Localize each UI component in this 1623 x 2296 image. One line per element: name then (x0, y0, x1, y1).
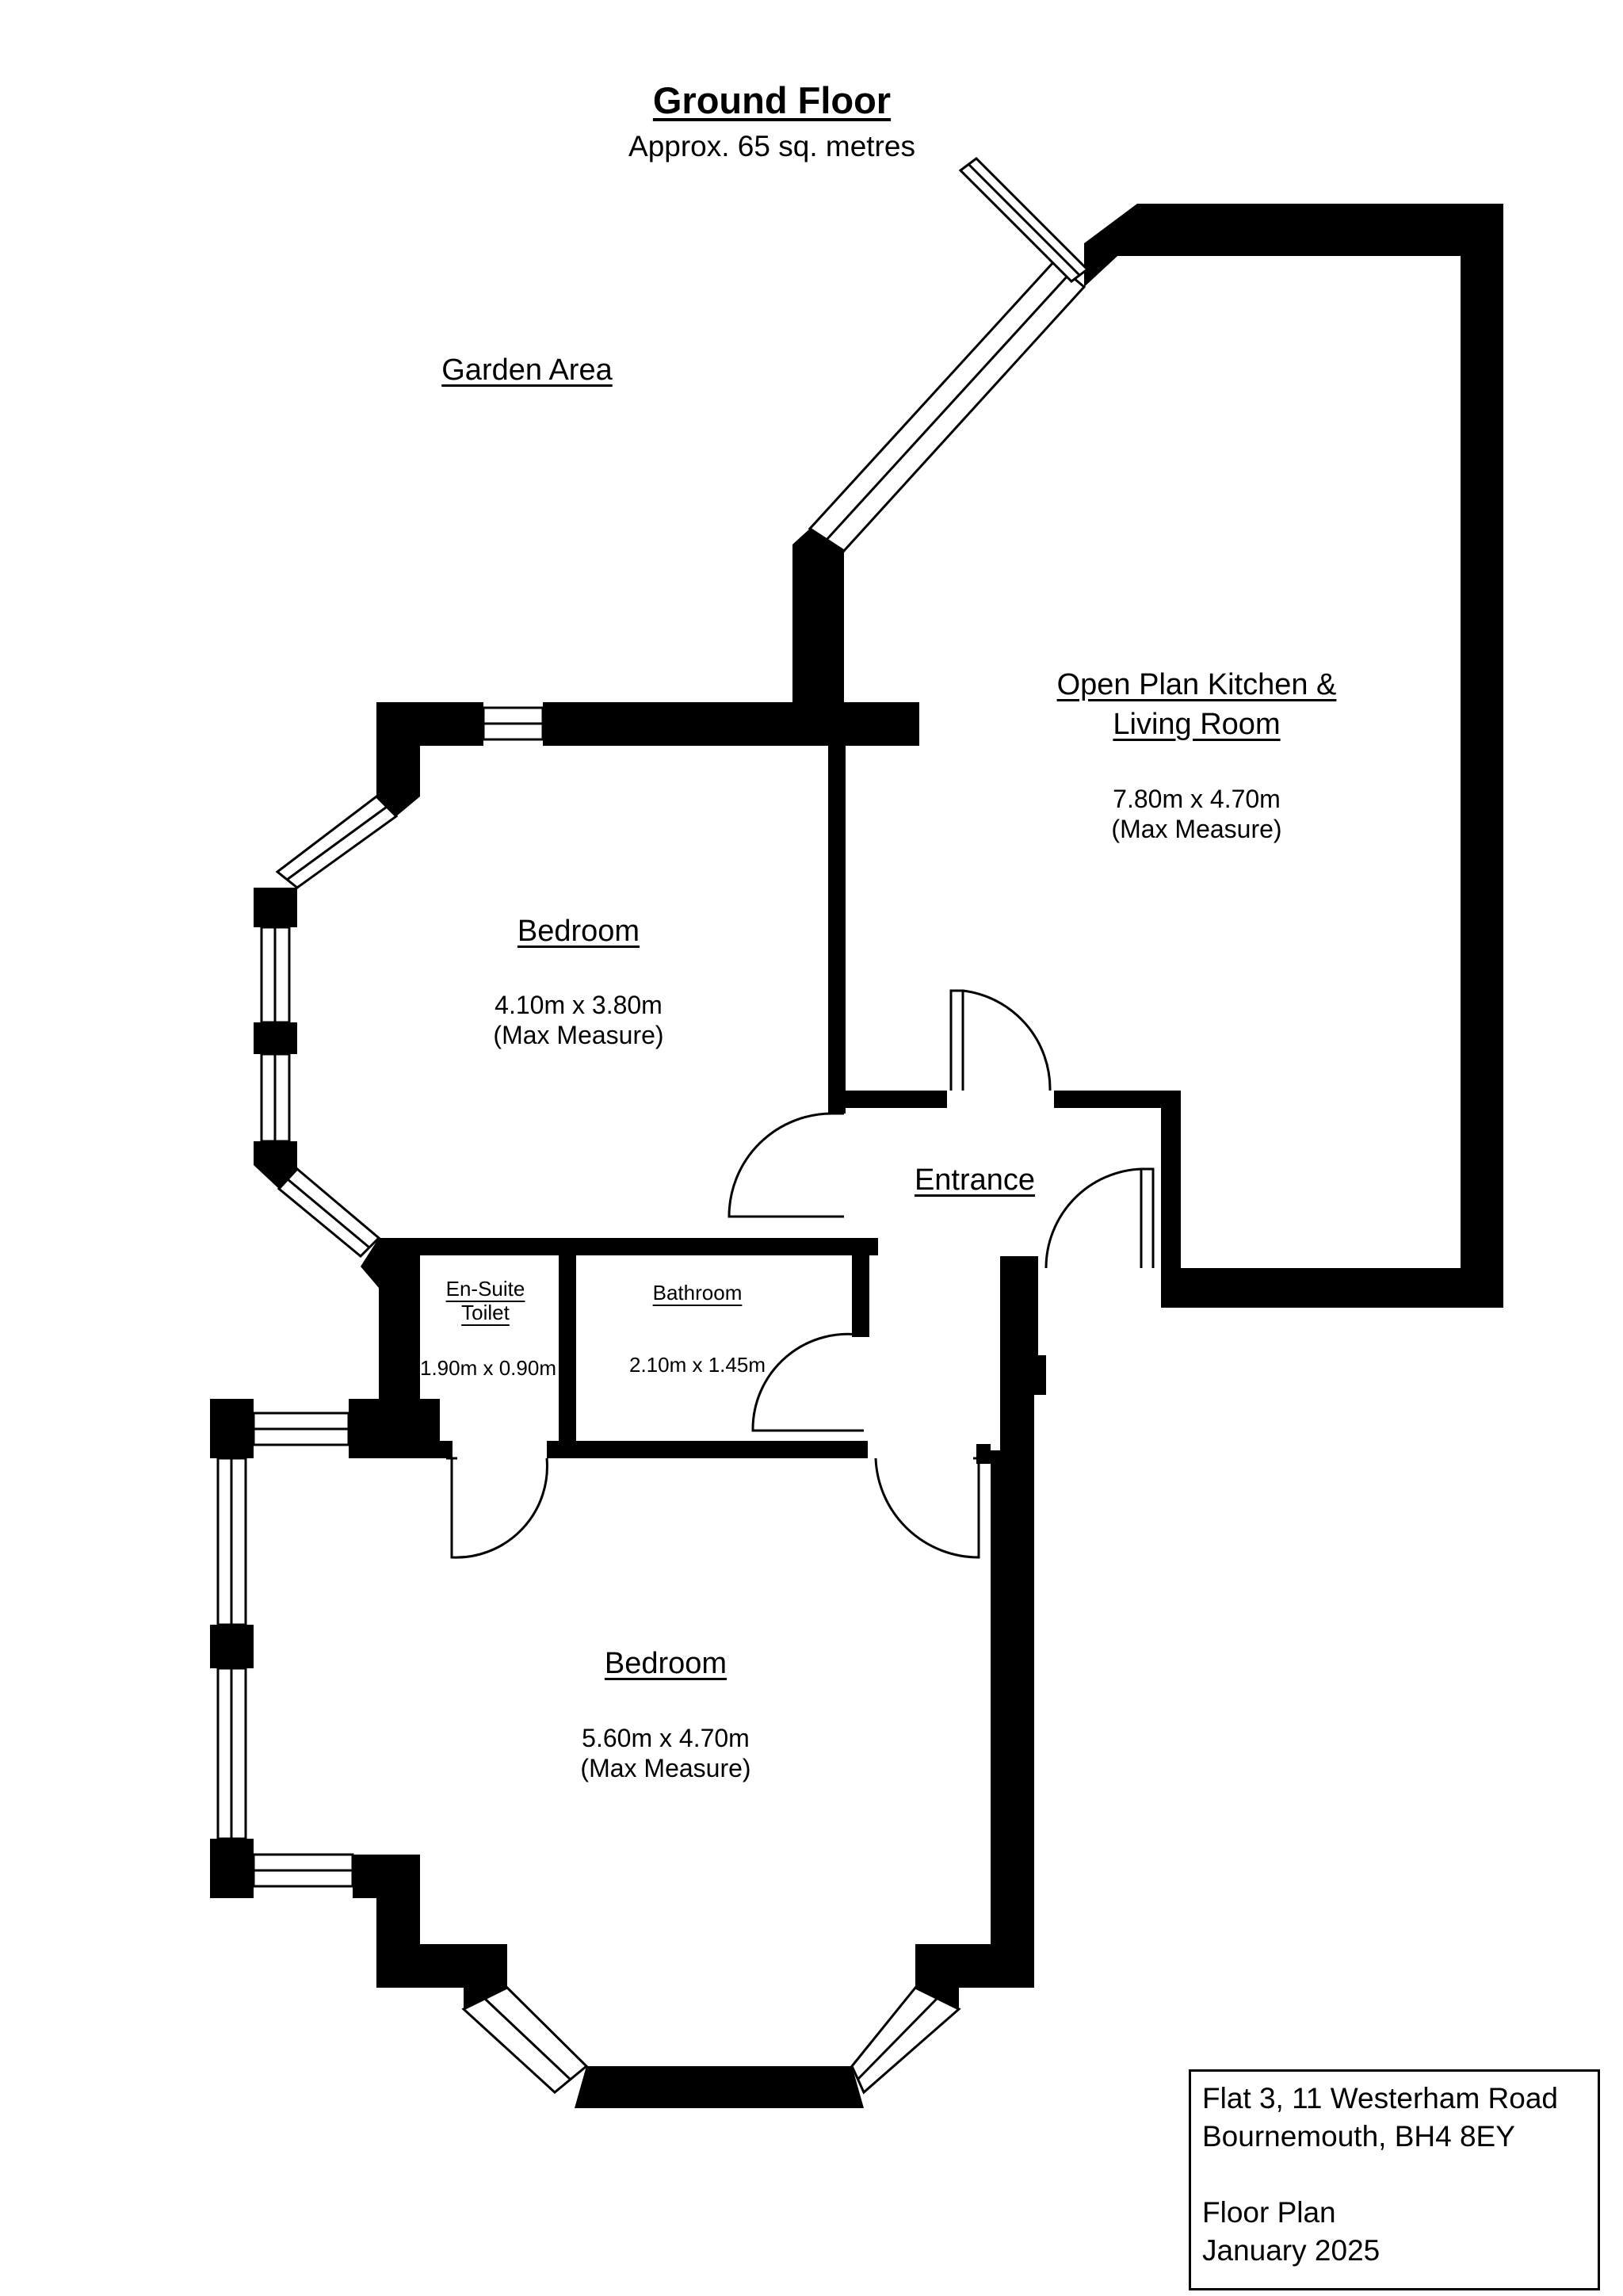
document-type: Floor Plan (1202, 2196, 1336, 2229)
entrance-top-wall-left (828, 1091, 947, 1108)
walls (210, 204, 1503, 2108)
kitchen-bedroom-divider (828, 745, 846, 1114)
lower-bedroom-w-bot (210, 1839, 254, 1898)
property-info-box: Flat 3, 11 Westerham Road Bournemouth, B… (1189, 2069, 1600, 2290)
windows (216, 157, 1090, 2095)
address-line1: Flat 3, 11 Westerham Road (1202, 2082, 1559, 2115)
bedroom-w-wall-corner (254, 888, 297, 927)
lower-bedroom-top-wall-right (349, 1399, 400, 1458)
kitchen-corner-wall (1084, 204, 1137, 287)
entrance-name: Entrance (914, 1163, 1036, 1197)
bedroom-door-icon (727, 1112, 844, 1218)
ensuite-right-wall (559, 1255, 576, 1446)
lower-bedroom-bottom-wall (575, 2066, 864, 2108)
bedroom-upper-dimensions: 4.10m x 3.80m (495, 991, 663, 1019)
kitchen-left-wall-top (792, 529, 844, 713)
lower-bedroom-door-icon (874, 1457, 984, 1559)
kitchen-inner-wall (1161, 1091, 1181, 1289)
kitchen-name-line1: Open Plan Kitchen & (1056, 668, 1337, 701)
bedroom-top-wall (543, 702, 919, 746)
lower-bedroom-se-window-icon (850, 1986, 961, 2095)
bedroom-nw-wall (376, 702, 420, 816)
garden-label: Garden Area (441, 353, 613, 387)
lower-bedroom-right-wall (991, 1450, 1034, 1988)
page-title: Ground Floor (652, 79, 892, 121)
ensuite-name-line1: En-Suite (445, 1277, 525, 1301)
kitchen-name-line2: Living Room (1113, 708, 1281, 741)
bedroom-lower-dimensions: 5.60m x 4.70m (582, 1724, 750, 1752)
bedroom-sw-wall (254, 1141, 297, 1189)
spacer (1202, 2156, 1587, 2194)
kitchen-note: (Max Measure) (1111, 815, 1282, 843)
bedroom-lower-note: (Max Measure) (580, 1754, 751, 1782)
ensuite-dimensions: 1.90m x 0.90m (420, 1356, 556, 1380)
front-door-icon (1044, 1167, 1155, 1269)
lower-bedroom-w-top (210, 1399, 254, 1458)
bathroom-bottom-wall (547, 1441, 868, 1458)
kitchen-door-icon (949, 989, 1052, 1091)
bedroom-upper-note: (Max Measure) (493, 1021, 664, 1049)
entrance-right-wall-top (1054, 1091, 1181, 1108)
address-line2: Bournemouth, BH4 8EY (1202, 2120, 1515, 2153)
bedroom-upper-name: Bedroom (517, 915, 640, 948)
bathroom-right-wall (852, 1238, 869, 1337)
ensuite-door-icon (446, 1457, 548, 1559)
plan-date: January 2025 (1202, 2234, 1381, 2267)
bathroom-top-wall (379, 1238, 870, 1255)
kitchen-dimensions: 7.80m x 4.70m (1113, 785, 1281, 813)
bathroom-door-icon (751, 1332, 869, 1432)
bedroom-w-wall-mid (254, 1022, 297, 1054)
doors (446, 989, 1155, 1559)
lower-bedroom-w-mid (210, 1625, 254, 1668)
ensuite-bottom-wall-right (440, 1441, 453, 1458)
floor-area: Approx. 65 sq. metres (628, 130, 915, 162)
bedroom-lower-name: Bedroom (604, 1647, 727, 1680)
kitchen-outer-wall (1084, 204, 1503, 1308)
bedroom-bottom-wall-right (870, 1238, 878, 1255)
ensuite-left-wall (361, 1238, 420, 1399)
lower-bedroom-sw-wall (353, 1855, 507, 1988)
ensuite-name-line2: Toilet (461, 1301, 510, 1324)
bathroom-name: Bathroom (652, 1281, 743, 1305)
entrance-right-wall (1000, 1256, 1046, 1450)
bathroom-dimensions: 2.10m x 1.45m (629, 1353, 766, 1377)
